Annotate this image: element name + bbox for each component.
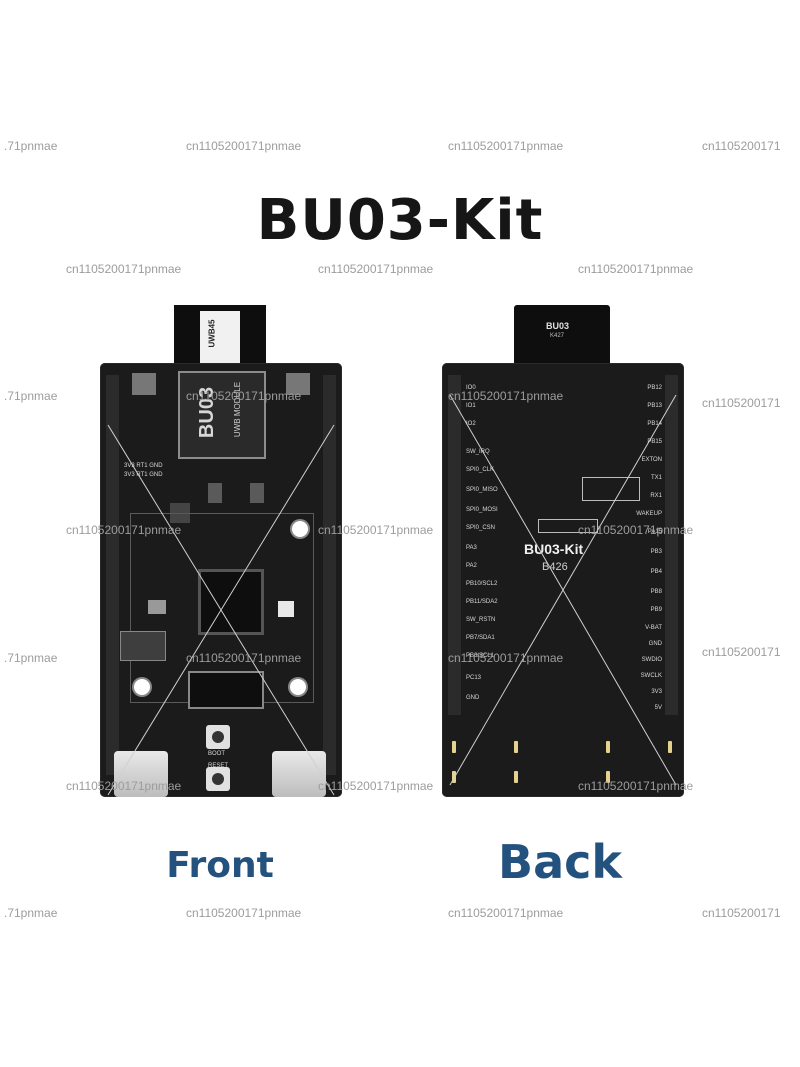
back-right-pin: PB3 xyxy=(650,549,662,555)
back-right-pin: WAKEUP xyxy=(636,511,662,517)
watermark: cn1105200171pnmae xyxy=(186,906,302,920)
front-mount-hole-tl xyxy=(292,521,308,537)
watermark: cn1105200171pnmae xyxy=(448,651,564,665)
watermark: cn1105200171pnmae xyxy=(578,262,694,276)
back-left-pin: PB7/SDA1 xyxy=(466,635,495,641)
front-power-label-1: 3V3 RT1 GND xyxy=(124,463,163,469)
boot-button xyxy=(206,725,230,749)
front-antenna-label: UWB45 xyxy=(207,319,217,348)
front-usb-uart-chip xyxy=(188,671,264,709)
back-left-pin: PB11/SDA2 xyxy=(466,599,498,605)
back-right-pin: PB15 xyxy=(647,439,662,445)
back-board-name: BU03-Kit xyxy=(524,541,584,557)
front-power-label-2: 3V3 RT1 GND xyxy=(124,472,163,478)
watermark: cn1105200171pnmae xyxy=(66,262,182,276)
watermark: cn1105200171pnmae xyxy=(186,139,302,153)
watermark: cn1105200171pnmae xyxy=(448,906,564,920)
watermark: cn1105200171pnmae xyxy=(186,651,302,665)
back-left-pin: IO2 xyxy=(466,421,476,427)
watermark: cn1105200171 xyxy=(702,645,781,659)
back-left-pin: PC13 xyxy=(466,675,482,681)
watermark: .71pnmae xyxy=(4,389,58,403)
watermark: cn1105200171pnmae xyxy=(448,389,564,403)
boot-label: BOOT xyxy=(208,751,226,757)
back-right-pin: SWCLK xyxy=(640,673,662,679)
watermark: cn1105200171pnmae xyxy=(318,523,434,537)
back-right-pin: RX1 xyxy=(650,493,662,499)
back-right-pin: GND xyxy=(648,641,662,647)
back-left-pin: IO1 xyxy=(466,403,476,409)
back-right-pin: PB8 xyxy=(650,589,662,595)
back-antenna xyxy=(514,305,610,367)
back-right-pin: V-BAT xyxy=(645,625,662,631)
back-left-pin: SPI0_MISO xyxy=(466,487,498,493)
watermark: .71pnmae xyxy=(4,906,58,920)
front-antenna: UWB45 xyxy=(174,305,266,367)
back-left-pin: PB10/SCL2 xyxy=(466,581,498,587)
back-left-pin: SPI0_MOSI xyxy=(466,507,498,513)
front-mount-hole-br xyxy=(290,679,306,695)
back-antenna-sub: K427 xyxy=(550,333,565,339)
front-caption: Front xyxy=(166,845,274,886)
watermark: cn1105200171pnmae xyxy=(448,139,564,153)
back-left-pin: SW_IRQ xyxy=(466,449,490,455)
watermark: cn1105200171pnmae xyxy=(66,523,182,537)
watermark: cn1105200171 xyxy=(702,906,781,920)
back-left-pin: SW_RSTN xyxy=(466,617,496,623)
front-uwb-module xyxy=(178,371,266,459)
watermark: cn1105200171pnmae xyxy=(578,779,694,793)
watermark: cn1105200171pnmae xyxy=(318,779,434,793)
front-mcu xyxy=(198,569,264,635)
back-left-pin: IO0 xyxy=(466,385,476,391)
back-left-pin: GND xyxy=(466,695,480,701)
back-caption: Back xyxy=(498,835,622,889)
back-antenna-label: BU03 xyxy=(546,321,570,331)
back-board: BU03 K427 IO0 IO1 IO2 SW_IRQ SPI0_CLK SP… xyxy=(442,305,684,797)
back-left-pin: PA2 xyxy=(466,563,477,569)
back-pcb xyxy=(442,363,684,797)
watermark: cn1105200171 xyxy=(702,139,781,153)
watermark: cn1105200171pnmae xyxy=(578,523,694,537)
watermark: .71pnmae xyxy=(4,651,58,665)
reset-label: RESET xyxy=(208,763,229,769)
back-left-pin: SPI0_CLK xyxy=(466,467,495,473)
back-right-pin: PB13 xyxy=(647,403,662,409)
back-board-code: B426 xyxy=(542,561,568,573)
back-right-pin: PB4 xyxy=(650,569,662,575)
back-right-pin: TX1 xyxy=(650,475,662,481)
page-title: BU03-Kit xyxy=(256,188,544,253)
watermark: cn1105200171pnmae xyxy=(66,779,182,793)
back-right-pin: EXTON xyxy=(641,457,662,463)
back-right-pin: PB14 xyxy=(647,421,662,427)
front-mount-hole-bl xyxy=(134,679,150,695)
back-right-pin: PB9 xyxy=(650,607,662,613)
watermark: cn1105200171 xyxy=(702,396,781,410)
reset-button xyxy=(206,767,230,791)
front-regulator xyxy=(120,631,166,661)
back-right-pin: SWDIO xyxy=(641,657,662,663)
back-right-pin: 5V xyxy=(654,705,662,711)
front-board: UWB45 BU03 UWB MODULE 3V3 RT1 GND 3V3 RT… xyxy=(100,305,342,797)
back-left-pin: PA3 xyxy=(466,545,477,551)
watermark: cn1105200171pnmae xyxy=(186,389,302,403)
back-right-pin: 3V3 xyxy=(651,689,662,695)
watermark: cn1105200171pnmae xyxy=(318,262,434,276)
back-left-pin: SPI0_CSN xyxy=(466,525,496,531)
back-right-pin: PB12 xyxy=(647,385,662,391)
watermark: .71pnmae xyxy=(4,139,58,153)
